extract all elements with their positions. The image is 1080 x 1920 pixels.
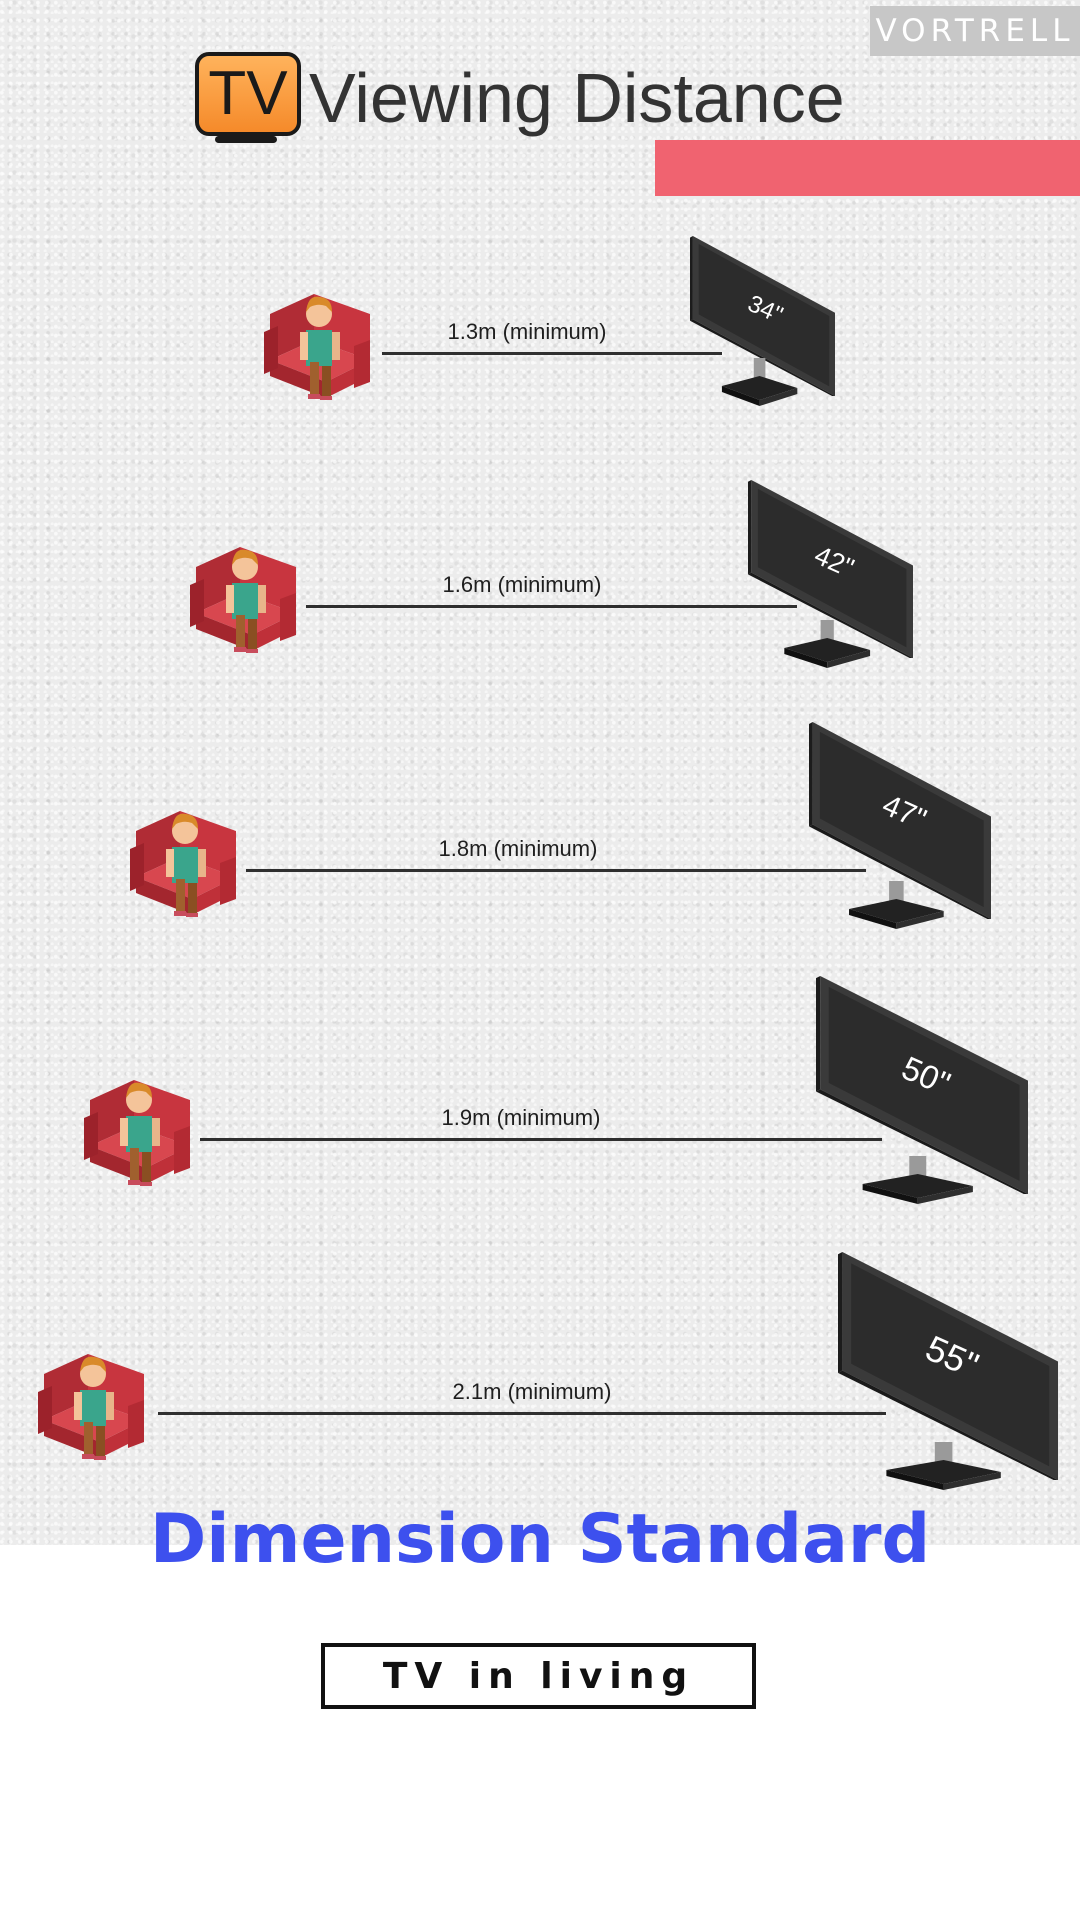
distance-label: 1.6m (minimum) [442,572,602,597]
television-icon [748,480,913,678]
page-title: TV Viewing Distance [193,50,845,146]
subtitle-text: TV in living [382,1655,695,1697]
armchair-person-icon [188,523,304,653]
heading: Dimension Standard [149,1500,931,1579]
tv-logo-stand [215,136,277,143]
tv-logo-icon: TV [193,50,301,146]
distance-label: 1.9m (minimum) [441,1105,601,1130]
armchair-person-icon [262,270,378,400]
tv-logo-text: TV [195,52,301,136]
distance-line [382,352,722,355]
accent-bar [655,140,1080,196]
distance-label: 2.1m (minimum) [452,1379,612,1404]
television-icon [690,236,835,416]
watermark: VORTRELL [870,6,1080,56]
title-text: Viewing Distance [309,59,845,137]
television-icon [838,1252,1058,1500]
subtitle-box: TV in living [321,1643,756,1709]
distance-line [306,605,797,608]
television-icon [809,722,991,939]
armchair-person-icon [128,787,244,917]
television-icon [816,976,1028,1214]
distance-line [158,1412,886,1415]
distance-line [246,869,866,872]
distance-line [200,1138,882,1141]
armchair-person-icon [82,1056,198,1186]
distance-label: 1.3m (minimum) [447,319,607,344]
armchair-person-icon [36,1330,152,1460]
distance-label: 1.8m (minimum) [438,836,598,861]
